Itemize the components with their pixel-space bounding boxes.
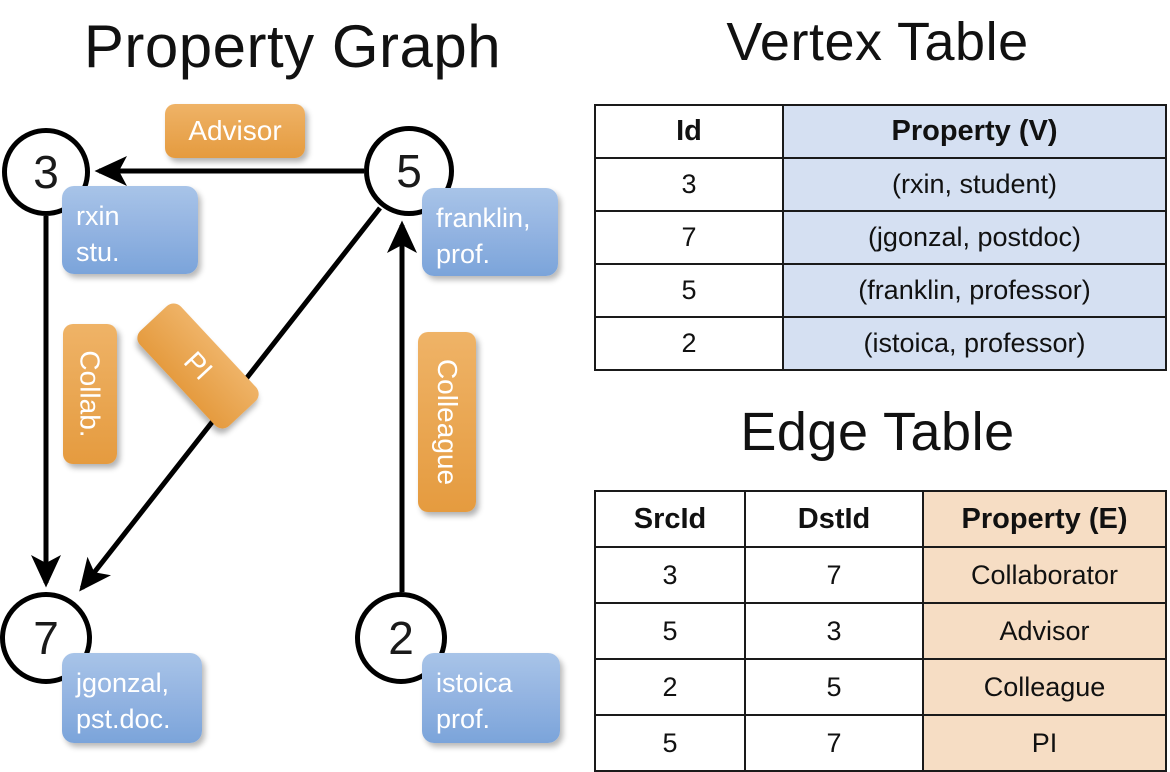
node-property-line: stu. [76,237,120,267]
vertex-table-header-id: Id [594,104,784,159]
edge-table-cell-srcid: 3 [594,546,746,604]
graph-node-2-id: 2 [388,612,414,664]
graph-node-5-id: 5 [396,145,422,197]
edge-table: SrcId DstId Property (E) 3 7 Collaborato… [594,490,1167,772]
vertex-table-cell-property: (rxin, student) [782,157,1167,212]
node-property-line: jgonzal, [76,668,170,698]
vertex-table-cell-id: 7 [594,210,784,265]
edge-table-cell-dstid: 5 [744,658,924,716]
edge-table-cell-dstid: 3 [744,602,924,660]
edge-label-colleague: Colleague [418,332,476,512]
node-property-box-3: rxin stu. [62,186,198,274]
property-graph-panel: Property Graph Advisor Collab. PI Collea… [0,0,585,760]
node-property-line: istoica [436,668,513,698]
edge-table-header-srcid: SrcId [594,490,746,548]
node-property-box-7: jgonzal, pst.doc. [62,653,202,743]
table-row: 5 7 PI [594,714,1167,772]
page-title-property-graph: Property Graph [83,13,502,80]
node-property-box-5: franklin, prof. [422,188,558,276]
table-header-row: SrcId DstId Property (E) [594,490,1167,548]
edge-table-cell-dstid: 7 [744,714,924,772]
graph-node-5: 5 [364,126,454,216]
edge-table-header-dstid: DstId [744,490,924,548]
vertex-table-cell-id: 3 [594,157,784,212]
node-property-line: rxin [76,201,120,231]
edge-table-cell-property: PI [922,714,1167,772]
node-property-line: franklin, [436,203,531,233]
table-row: 5 3 Advisor [594,602,1167,660]
edge-table-cell-property: Collaborator [922,546,1167,604]
vertex-table-cell-property: (istoica, professor) [782,316,1167,371]
vertex-table-header-property: Property (V) [782,104,1167,159]
edge-label-advisor: Advisor [165,104,305,158]
table-row: 2 (istoica, professor) [594,316,1167,371]
table-row: 2 5 Colleague [594,658,1167,716]
page-title-vertex-table: Vertex Table [726,12,1029,72]
edge-table-cell-property: Colleague [922,658,1167,716]
edge-table-cell-property: Advisor [922,602,1167,660]
page-title-edge-table: Edge Table [740,402,1015,462]
vertex-table: Id Property (V) 3 (rxin, student) 7 (jgo… [594,104,1167,371]
edge-label-colleague-text: Colleague [432,358,464,486]
graph-node-7-id: 7 [33,612,59,664]
edge-label-advisor-text: Advisor [188,115,282,146]
vertex-table-cell-property: (jgonzal, postdoc) [782,210,1167,265]
edge-table-header-property: Property (E) [922,490,1167,548]
vertex-table-cell-id: 2 [594,316,784,371]
edge-table-cell-srcid: 5 [594,714,746,772]
node-property-line: prof. [436,704,491,734]
table-row: 3 7 Collaborator [594,546,1167,604]
node-property-line: prof. [436,239,491,269]
table-row: 5 (franklin, professor) [594,263,1167,318]
vertex-table-cell-property: (franklin, professor) [782,263,1167,318]
vertex-table-cell-id: 5 [594,263,784,318]
table-row: 7 (jgonzal, postdoc) [594,210,1167,265]
edge-table-cell-dstid: 7 [744,546,924,604]
table-header-row: Id Property (V) [594,104,1167,159]
table-row: 3 (rxin, student) [594,157,1167,212]
edge-table-cell-srcid: 5 [594,602,746,660]
node-property-box-2: istoica prof. [422,653,560,743]
edge-table-cell-srcid: 2 [594,658,746,716]
graph-node-2: 2 [355,592,447,684]
graph-node-3-id: 3 [33,146,59,198]
edge-label-collab: Collab. [63,324,117,464]
edge-label-pi-text: PI [178,345,219,386]
edge-label-collab-text: Collab. [75,350,107,438]
node-property-line: pst.doc. [76,704,171,734]
